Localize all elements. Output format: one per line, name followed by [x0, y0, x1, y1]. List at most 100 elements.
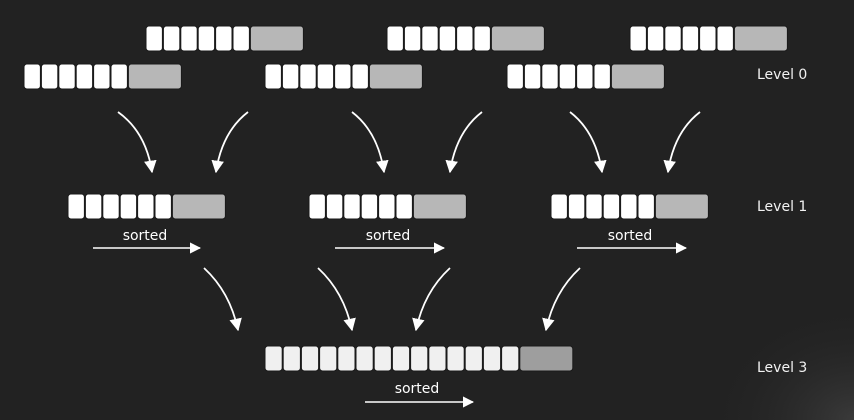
array-cell: [681, 25, 700, 52]
array-cell: [410, 345, 429, 372]
array-cell: [558, 63, 577, 90]
array-cell: [550, 193, 568, 220]
array-cell: [84, 193, 103, 220]
array-cell: [343, 193, 361, 220]
level0-array-3: [629, 25, 788, 52]
array-cell: [162, 25, 181, 52]
level1-array-3: [550, 193, 709, 220]
array-cell: [145, 25, 163, 52]
array-tail-block: [249, 25, 304, 52]
array-tail-block: [610, 63, 665, 90]
merge-arrow-3: [351, 111, 389, 174]
array-cell: [58, 63, 76, 90]
array-cell: [360, 193, 379, 220]
array-cell: [110, 63, 128, 90]
array-cell: [403, 25, 422, 52]
array-cell: [232, 25, 250, 52]
sorted-caption: sorted: [123, 228, 168, 244]
sorted-caption: sorted: [395, 381, 440, 397]
array-cell: [629, 25, 647, 52]
array-cell: [281, 63, 300, 90]
array-cell: [646, 25, 665, 52]
merge-arrow-8: [317, 267, 356, 332]
array-cell: [137, 193, 155, 220]
array-cell: [23, 63, 41, 90]
array-cell: [308, 193, 326, 220]
array-tail-block: [654, 193, 709, 220]
array-cell: [464, 345, 483, 372]
array-cell: [428, 345, 447, 372]
array-cell: [337, 345, 356, 372]
array-cell: [351, 63, 369, 90]
array-cell: [395, 193, 413, 220]
array-cell: [119, 193, 138, 220]
level0-array-2: [386, 25, 545, 52]
array-tail-block: [368, 63, 423, 90]
array-cell: [593, 63, 611, 90]
array-tail-block: [490, 25, 545, 52]
array-cell: [602, 193, 621, 220]
array-cell: [102, 193, 120, 220]
merge-arrow-6: [663, 111, 701, 174]
array-cell: [264, 345, 283, 372]
array-cell: [299, 63, 317, 90]
array-cell: [620, 193, 638, 220]
array-cell: [501, 345, 520, 372]
array-tail-block: [519, 345, 574, 372]
array-cell: [541, 63, 559, 90]
array-cell: [282, 345, 301, 372]
level0-array-5: [264, 63, 423, 90]
array-cell: [386, 25, 404, 52]
level-0-label: Level 0: [757, 67, 808, 83]
merge-arrow-10: [542, 267, 581, 332]
sorted-caption: sorted: [608, 228, 653, 244]
array-cell: [567, 193, 586, 220]
array-cell: [319, 345, 338, 372]
array-cell: [391, 345, 411, 372]
level1-array-2: [308, 193, 467, 220]
merge-arrow-2: [211, 111, 249, 174]
array-cell: [585, 193, 603, 220]
array-cell: [355, 345, 374, 372]
merge-arrow-4: [445, 111, 483, 174]
array-cell: [664, 25, 682, 52]
merge-arrow-1: [117, 111, 157, 174]
arrays-layer: [23, 25, 788, 372]
array-cell: [180, 25, 198, 52]
array-cell: [421, 25, 439, 52]
array-cell: [264, 63, 282, 90]
level0-array-1: [145, 25, 304, 52]
array-cell: [215, 25, 233, 52]
array-cell: [334, 63, 352, 90]
array-cell: [93, 63, 111, 90]
array-cell: [506, 63, 524, 90]
array-cell: [482, 345, 502, 372]
array-cell: [75, 63, 94, 90]
array-tail-block: [733, 25, 788, 52]
array-tail-block: [412, 193, 467, 220]
array-cell: [716, 25, 734, 52]
array-cell: [446, 345, 465, 372]
array-cell: [325, 193, 344, 220]
array-tail-block: [171, 193, 226, 220]
array-cell: [197, 25, 216, 52]
level1-array-1: [67, 193, 226, 220]
merge-arrow-9: [412, 267, 451, 332]
level-1-label: Level 1: [757, 199, 808, 215]
array-cell: [154, 193, 172, 220]
array-cell: [699, 25, 717, 52]
array-cell: [438, 25, 457, 52]
merge-arrow-7: [203, 267, 242, 332]
array-cell: [316, 63, 335, 90]
array-cell: [523, 63, 542, 90]
array-cell: [473, 25, 491, 52]
sorted-caption: sorted: [366, 228, 411, 244]
level0-array-4: [23, 63, 182, 90]
level3-array-1: [264, 345, 574, 372]
corner-glow: [600, 220, 854, 420]
array-cell: [456, 25, 474, 52]
array-cell: [576, 63, 594, 90]
array-cell: [378, 193, 396, 220]
merge-arrow-5: [569, 111, 607, 174]
